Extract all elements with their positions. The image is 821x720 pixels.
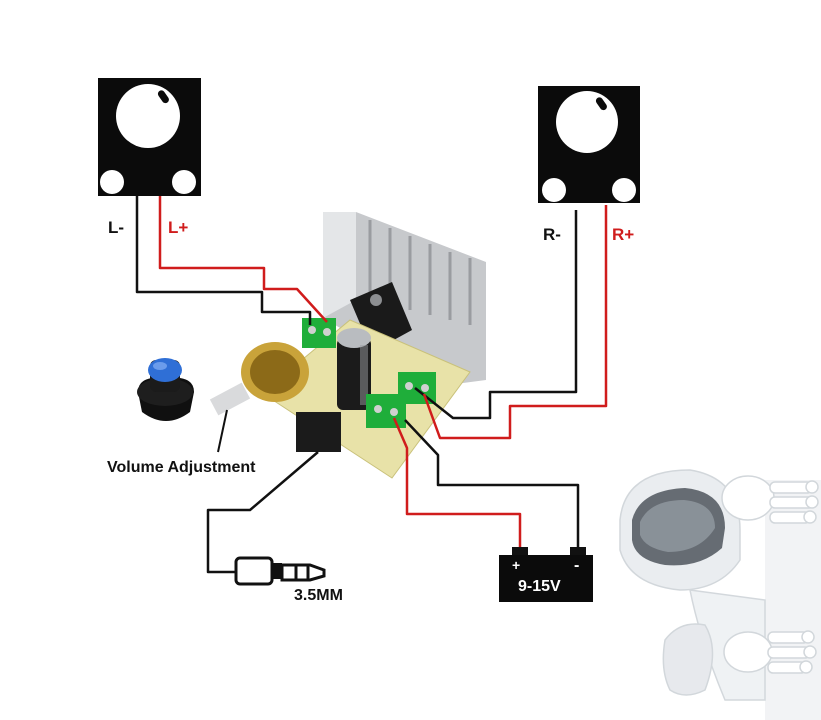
battery — [499, 547, 593, 602]
wire-left-positive — [158, 196, 328, 323]
battery-voltage-label: 9-15V — [518, 578, 561, 595]
jack-size-label: 3.5MM — [294, 587, 343, 604]
audio-plug-3-5mm — [234, 556, 326, 586]
right-negative-label: R- — [543, 225, 561, 244]
capacitor — [337, 328, 371, 410]
wire-right-negative — [414, 210, 578, 420]
wire-power-negative — [404, 419, 580, 553]
wires — [135, 196, 608, 574]
terminal-left-input — [302, 318, 336, 348]
heatsink — [323, 212, 486, 386]
left-negative-label: L- — [108, 218, 124, 237]
amplifier-board — [209, 212, 486, 479]
robot-mascot — [619, 469, 821, 720]
right-positive-label: R+ — [612, 225, 634, 244]
volume-knob — [137, 358, 194, 421]
terminal-power — [366, 394, 406, 428]
board-audio-jack — [296, 412, 341, 452]
wire-volume-pointer — [217, 409, 228, 453]
volume-adjustment-label: Volume Adjustment — [107, 459, 256, 476]
battery-plus-label: + — [512, 557, 520, 573]
left-positive-label: L+ — [168, 218, 188, 237]
wire-audio-jack — [206, 451, 319, 574]
left-speaker — [98, 78, 201, 196]
battery-minus-label: - — [574, 557, 579, 574]
potentiometer — [209, 342, 309, 416]
wire-left-negative — [135, 196, 312, 325]
wire-right-positive — [422, 205, 608, 440]
right-speaker — [538, 86, 640, 203]
wire-power-positive — [392, 417, 522, 553]
